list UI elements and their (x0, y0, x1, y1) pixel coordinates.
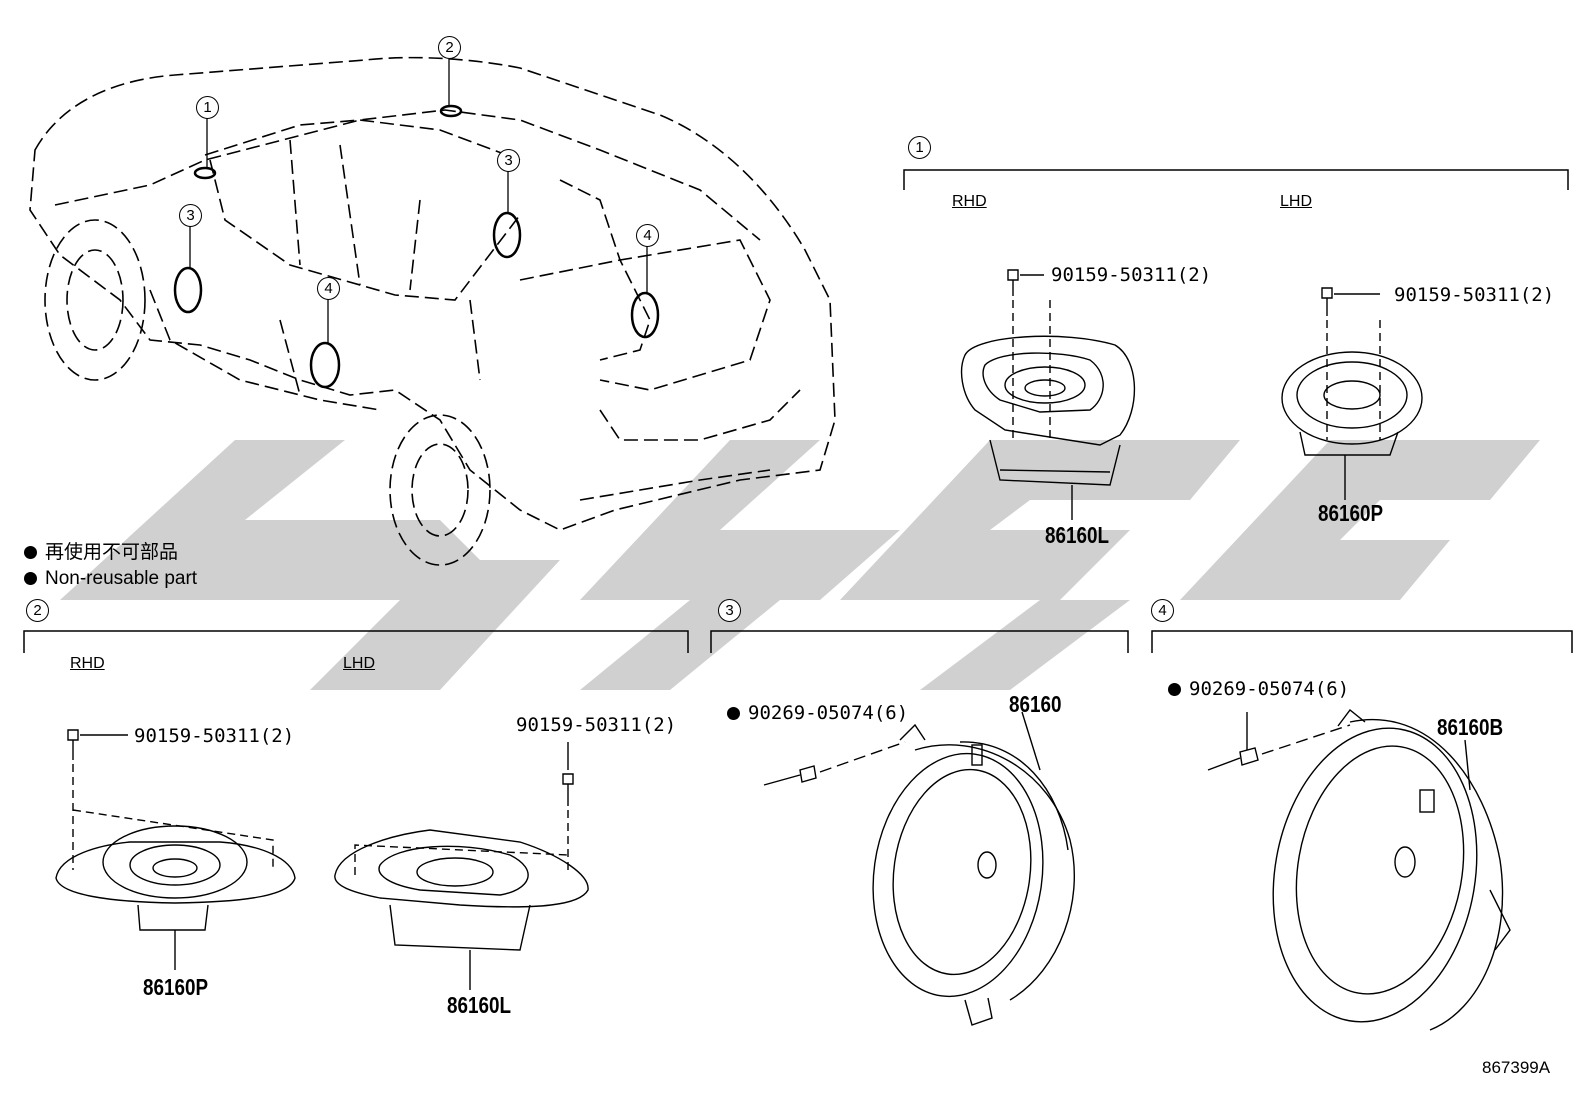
watermark (60, 440, 1540, 690)
vehicle-wheels (44, 219, 491, 566)
section-brackets (23, 169, 1573, 653)
section2-lhd-part: 86160L (447, 992, 511, 1018)
callout-1-car: 1 (196, 96, 219, 119)
callout-4-car-rear: 4 (636, 224, 659, 247)
callout-3-car-front: 3 (179, 204, 202, 227)
section1-rhd-part: 86160L (1045, 522, 1109, 548)
diagram-code: 867399A (1482, 1058, 1551, 1077)
section4-assembly (1207, 709, 1511, 1031)
non-reusable-dot-icon (1168, 683, 1181, 696)
section1-rhd-label: RHD (952, 193, 987, 210)
section1-lhd-assembly (1281, 287, 1423, 500)
legend-japanese: 再使用不可部品 (24, 543, 178, 562)
section1-number: 1 (908, 136, 931, 159)
section3-part: 86160 (1009, 691, 1062, 717)
section2-rhd-label: RHD (70, 655, 105, 672)
section4-rivet: 90269-05074(6) (1168, 680, 1349, 699)
non-reusable-dot-icon (24, 572, 37, 585)
section3-rivet: 90269-05074(6) (727, 704, 908, 723)
callout-2-car: 2 (438, 36, 461, 59)
section2-lhd-bolt: 90159-50311(2) (516, 714, 677, 736)
section1-rhd-assembly (960, 269, 1136, 520)
section2-lhd-assembly (334, 742, 589, 990)
section2-rhd-bolt: 90159-50311(2) (134, 725, 295, 747)
non-reusable-dot-icon (24, 546, 37, 559)
vehicle-outline (29, 56, 836, 531)
callout-leaders (189, 58, 648, 343)
section1-rhd-bolt: 90159-50311(2) (1051, 264, 1212, 286)
speaker-locations (173, 104, 660, 389)
section2-rhd-assembly (55, 729, 296, 970)
callout-4-car-front: 4 (317, 277, 340, 300)
callout-3-car-rear: 3 (497, 149, 520, 172)
section2-number: 2 (26, 599, 49, 622)
section4-part: 86160B (1437, 714, 1504, 740)
section4-number: 4 (1151, 599, 1174, 622)
section1-lhd-bolt: 90159-50311(2) (1394, 284, 1555, 306)
legend-english: Non-reusable part (24, 569, 197, 588)
section3-assembly (763, 711, 1075, 1026)
non-reusable-dot-icon (727, 707, 740, 720)
section1-lhd-part: 86160P (1318, 500, 1384, 526)
section3-number: 3 (718, 599, 741, 622)
section2-rhd-part: 86160P (143, 974, 209, 1000)
section2-lhd-label: LHD (343, 655, 376, 672)
section1-lhd-label: LHD (1280, 193, 1313, 210)
